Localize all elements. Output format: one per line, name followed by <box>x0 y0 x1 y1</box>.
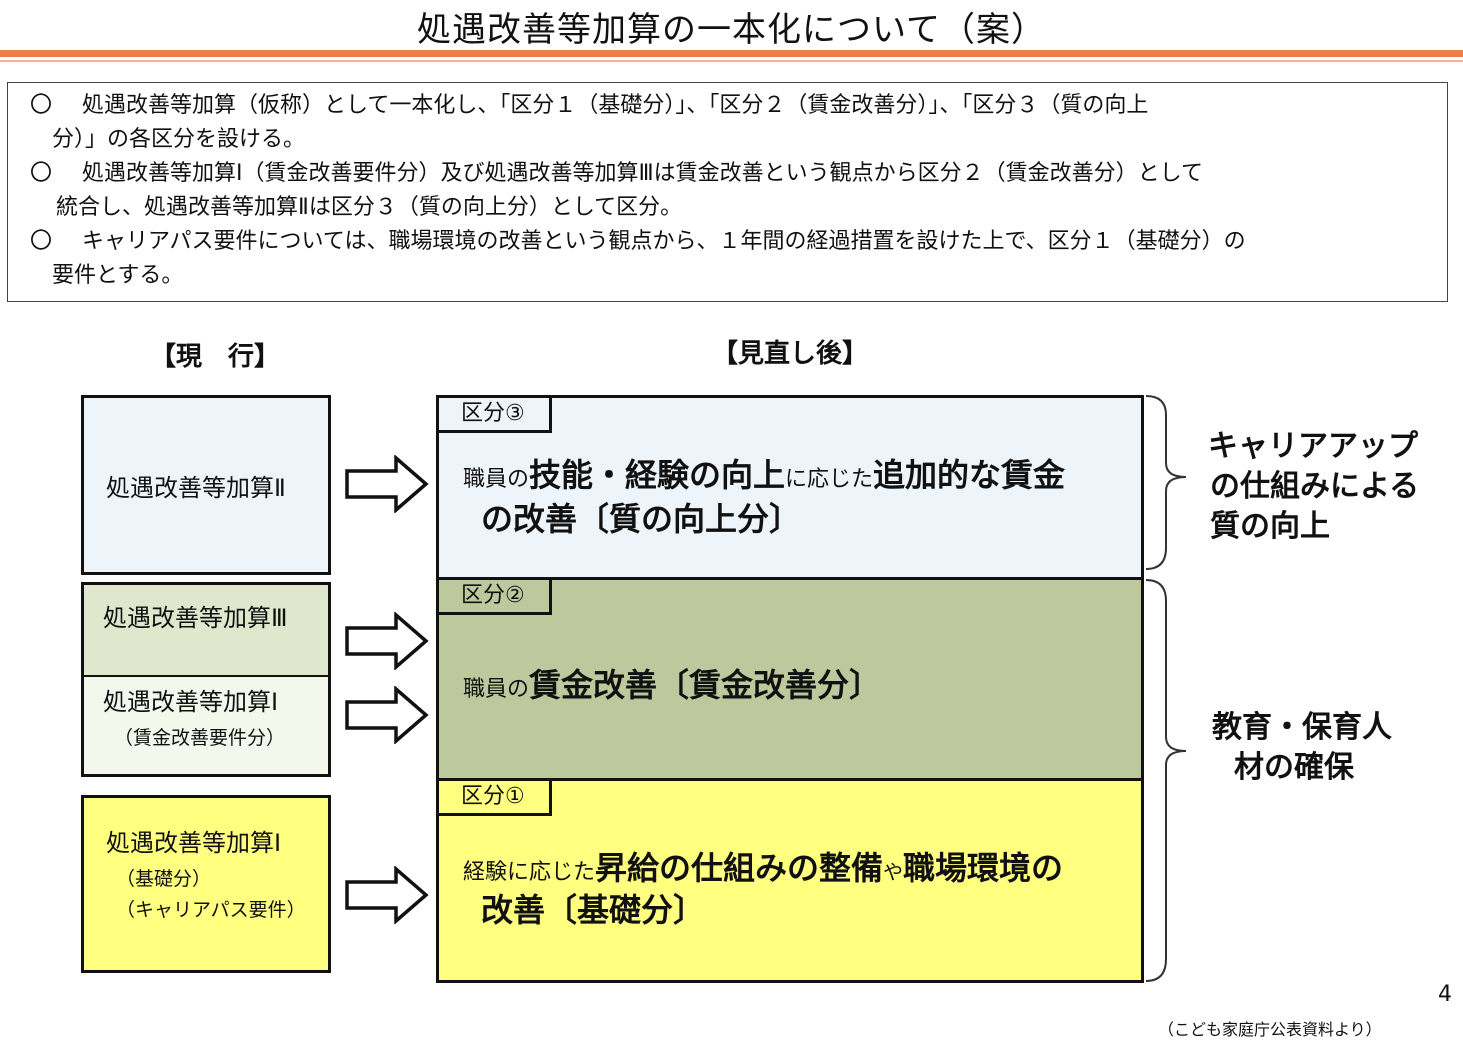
division-1-text-line1: 経験に応じた昇給の仕組みの整備や職場環境の <box>463 843 1063 889</box>
summary-box: 〇 処遇改善等加算（仮称）として一本化し、「区分１（基礎分）」、「区分２（賃金改… <box>7 82 1448 302</box>
division-2-text-b: 賃金改善〔賃金改善分〕 <box>529 666 882 704</box>
side-career-3: 質の向上 <box>1210 509 1330 544</box>
current-kasan-1-base-sub2: （キャリアパス要件） <box>116 898 306 921</box>
side-career-2: の仕組みによる <box>1210 469 1420 504</box>
page-number: 4 <box>1438 982 1452 1007</box>
division-1-text-e: 改善〔基礎分〕 <box>481 891 706 929</box>
division-3-text-a: 職員の <box>463 467 530 492</box>
current-kasan-1-base-sub1: （基礎分） <box>116 867 212 890</box>
division-2-text: 職員の賃金改善〔賃金改善分〕 <box>463 660 881 706</box>
header-current: 【現 行】 <box>150 342 281 372</box>
revised-division-3: 区分③ 職員の技能・経験の向上に応じた追加的な賃金 の改善〔質の向上分〕 <box>436 395 1144 580</box>
source-note: （こども家庭庁公表資料より） <box>1158 1020 1382 1039</box>
title-rule <box>0 50 1463 57</box>
arrow-right-icon <box>345 612 429 670</box>
summary-line-5: キャリアパス要件については、職場環境の改善という観点から、１年間の経過措置を設け… <box>82 229 1246 254</box>
side-staff-1: 教育・保育人 <box>1212 710 1392 745</box>
arrow-right-icon <box>345 455 429 513</box>
division-3-text-b: 技能・経験の向上 <box>529 456 786 494</box>
division-3-text-line1: 職員の技能・経験の向上に応じた追加的な賃金 <box>463 450 1065 496</box>
division-3-text-e: の改善〔質の向上分〕 <box>481 500 802 538</box>
side-staff: 教育・保育人 材の確保 <box>1212 708 1392 788</box>
side-staff-2: 材の確保 <box>1234 750 1354 785</box>
current-kasan-2-label: 処遇改善等加算Ⅱ <box>106 473 286 502</box>
division-1-text-c: や <box>883 860 904 884</box>
division-3-text-d: 追加的な賃金 <box>873 456 1066 494</box>
summary-line-1: 処遇改善等加算（仮称）として一本化し、「区分１（基礎分）」、「区分２（賃金改善分… <box>82 93 1149 118</box>
brace-staff <box>1145 579 1187 982</box>
division-1-tag: 区分① <box>436 778 552 816</box>
summary-line-3: 処遇改善等加算Ⅰ（賃金改善要件分）及び処遇改善等加算Ⅲは賃金改善という観点から区… <box>82 161 1203 186</box>
summary-line-2: 分）」の各区分を設ける。 <box>52 127 306 152</box>
division-1-text-a: 経験に応じた <box>463 860 596 885</box>
current-kasan-3: 処遇改善等加算Ⅲ <box>84 585 328 677</box>
current-kasan-1-base: 処遇改善等加算Ⅰ （基礎分） （キャリアパス要件） <box>81 795 331 973</box>
page-title: 処遇改善等加算の一本化について（案） <box>417 10 1046 50</box>
brace-career <box>1145 395 1187 570</box>
side-career-1: キャリアアップ <box>1208 429 1418 464</box>
bullet-3: 〇 <box>30 229 53 254</box>
revised-division-1: 区分① 経験に応じた昇給の仕組みの整備や職場環境の 改善〔基礎分〕 <box>436 778 1144 983</box>
header-revised: 【見直し後】 <box>712 339 869 369</box>
revised-division-2: 区分② 職員の賃金改善〔賃金改善分〕 <box>436 577 1144 781</box>
summary-line-4: 統合し、処遇改善等加算Ⅱは区分３（質の向上分）として区分。 <box>56 195 683 220</box>
bullet-1: 〇 <box>30 93 53 118</box>
division-1-text-b: 昇給の仕組みの整備 <box>595 849 884 887</box>
division-3-tag: 区分③ <box>436 395 552 433</box>
bullet-2: 〇 <box>30 161 53 186</box>
summary-line-6: 要件とする。 <box>52 263 184 288</box>
division-2-tag: 区分② <box>436 577 552 615</box>
title-rule-thin <box>0 60 1463 62</box>
division-1-text-line2: 改善〔基礎分〕 <box>481 885 705 931</box>
current-kasan-1-base-label: 処遇改善等加算Ⅰ <box>106 828 282 857</box>
side-career: キャリアアップ の仕組みによる 質の向上 <box>1208 427 1419 547</box>
current-kasan-2: 処遇改善等加算Ⅱ <box>81 395 331 575</box>
division-2-text-a: 職員の <box>463 677 530 702</box>
arrow-right-icon <box>345 686 429 744</box>
current-kasan-1-wage-label: 処遇改善等加算Ⅰ <box>103 687 279 716</box>
division-3-text-line2: の改善〔質の向上分〕 <box>481 494 801 540</box>
current-kasan-1-wage: 処遇改善等加算Ⅰ （賃金改善要件分） <box>84 677 328 774</box>
division-3-text-c: に応じた <box>785 467 874 492</box>
division-1-text-d: 職場環境の <box>903 849 1064 887</box>
current-kasan-3-label: 処遇改善等加算Ⅲ <box>103 603 288 632</box>
arrow-right-icon <box>345 866 429 924</box>
current-kasan-1-wage-sub: （賃金改善要件分） <box>114 726 286 749</box>
